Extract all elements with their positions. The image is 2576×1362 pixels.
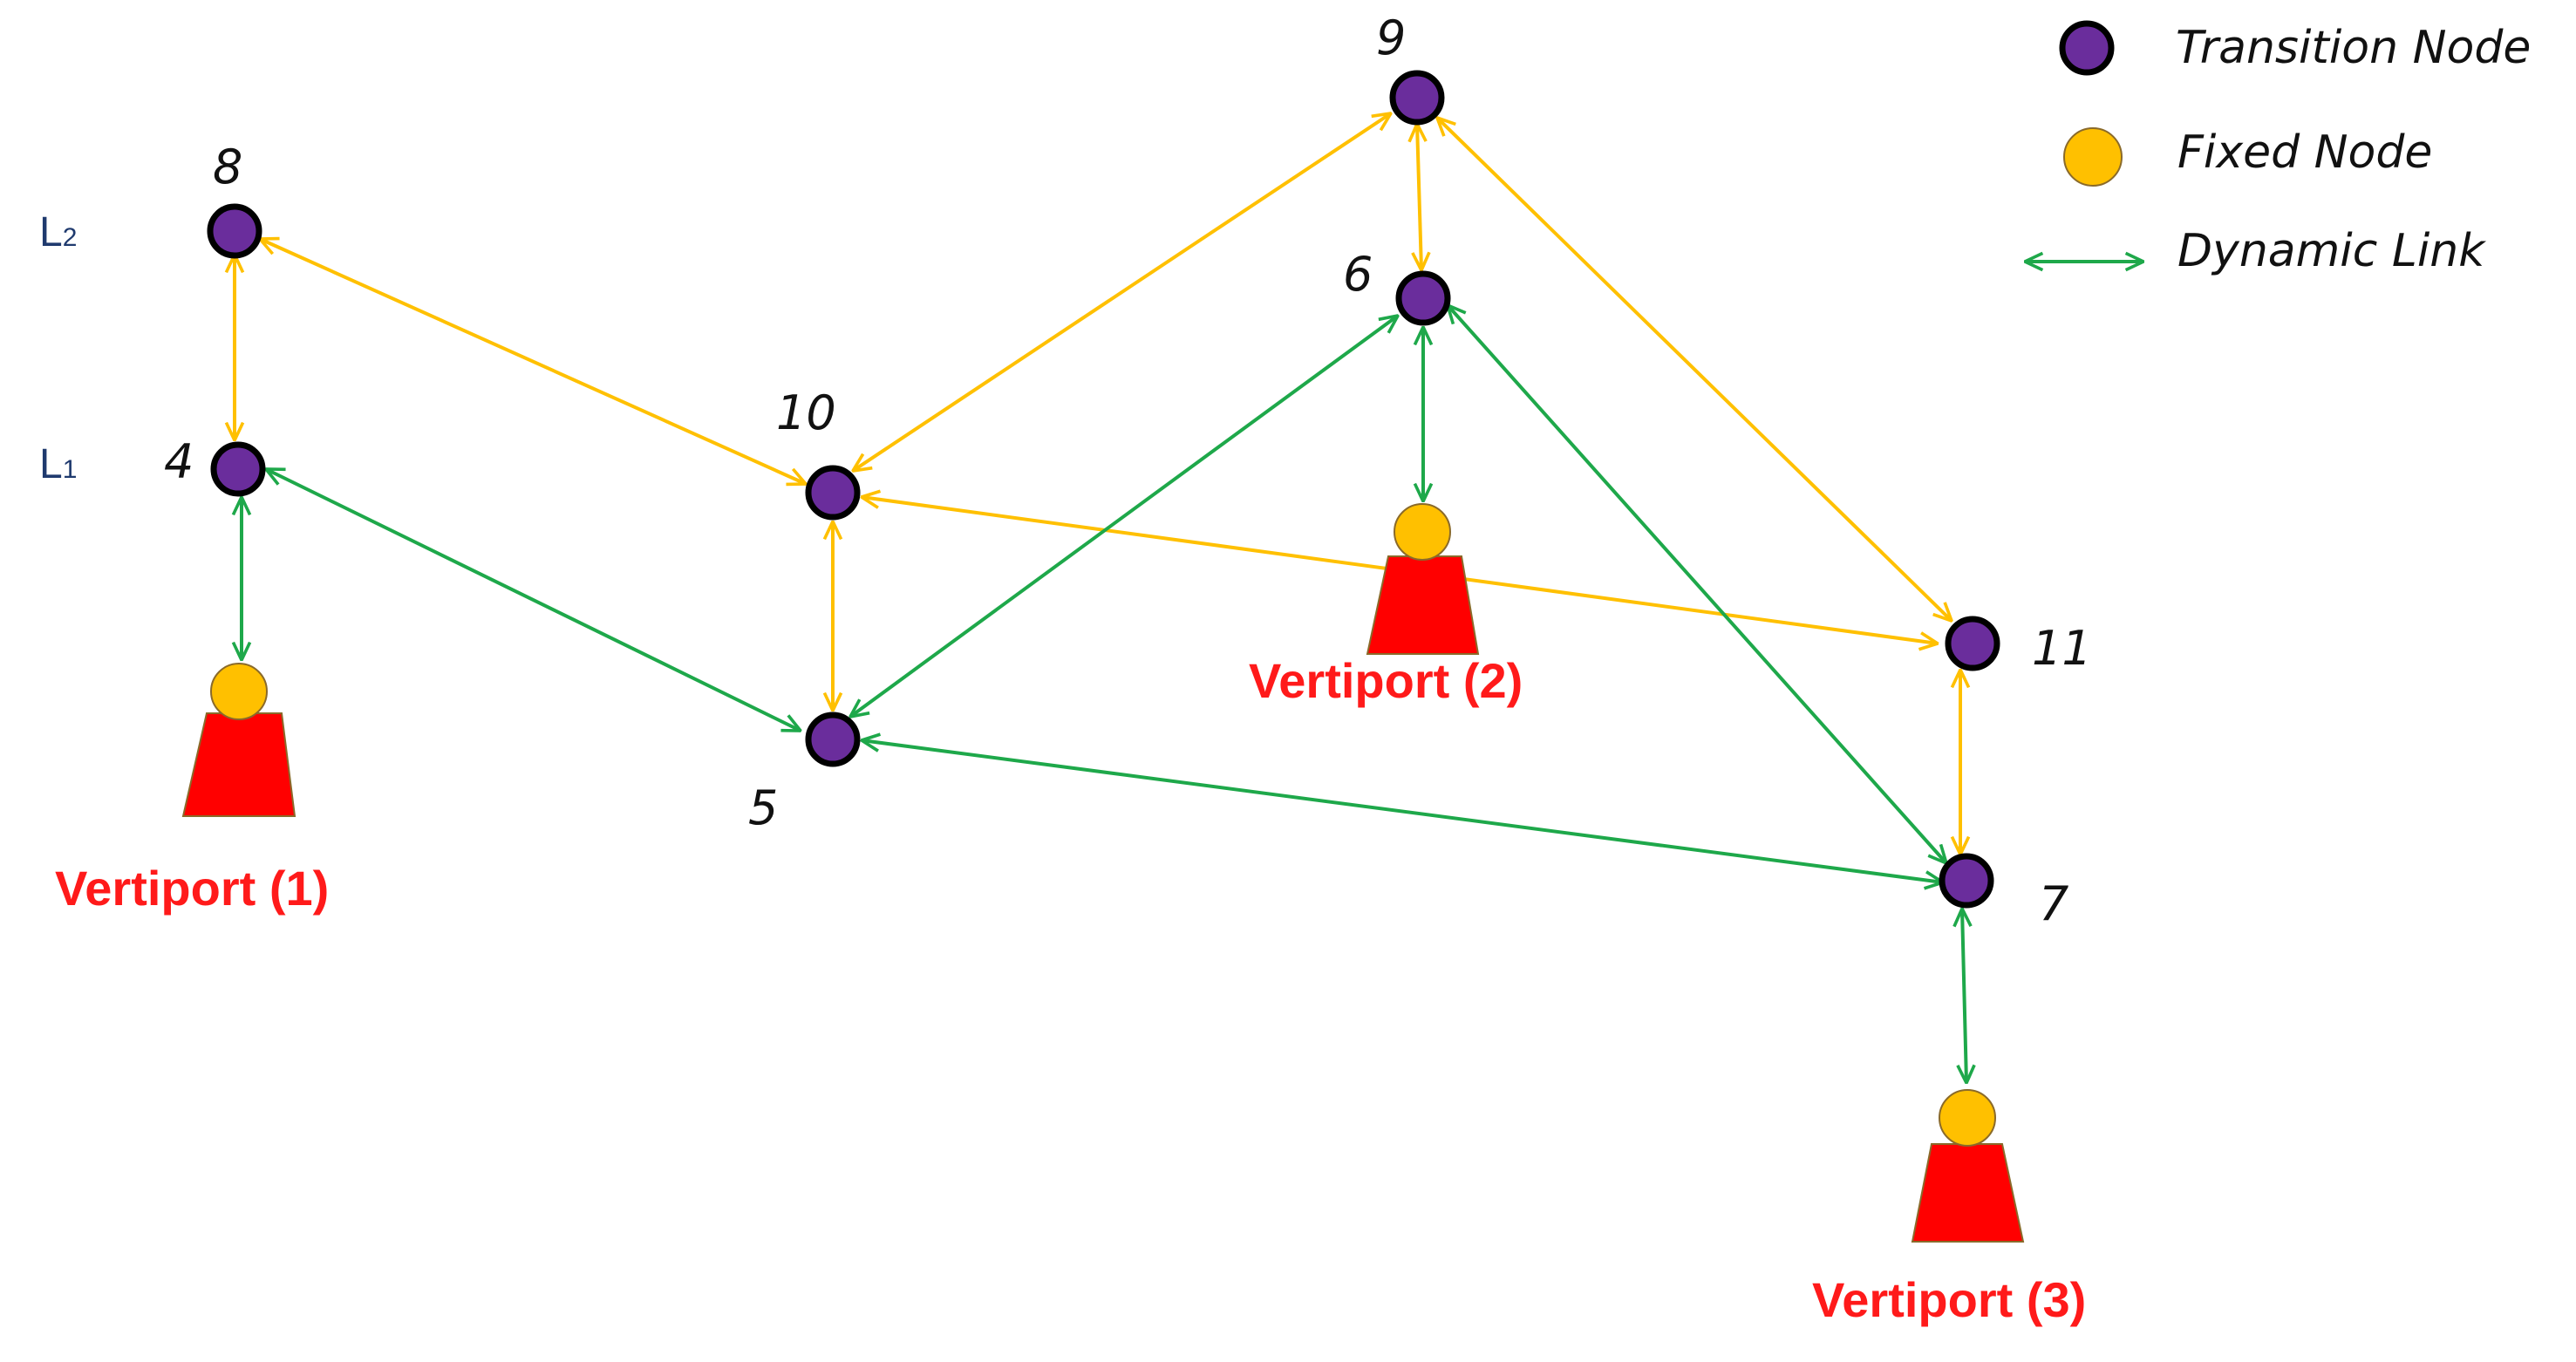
link-9-6 [1417,124,1421,270]
level-l1-main: L [39,441,63,487]
vertiport-1-pad [181,712,296,817]
vertiport-1 [181,663,296,817]
legend-fixed-node-label: Fixed Node [2177,126,2432,179]
link-10-9 [853,113,1391,471]
node-label-7: 7 [2039,876,2068,931]
level-l2-sub: 2 [63,223,78,252]
legend-transition-node-icon [2059,20,2115,76]
link-8-10 [260,239,806,484]
level-l1-sub: 1 [63,455,78,484]
node-label-5: 5 [748,780,778,835]
transition-node-10 [805,465,861,521]
link-7-vertiport3 [1962,909,1966,1083]
node-label-10: 10 [776,385,836,440]
transition-node-4 [210,441,266,497]
link-5-7 [862,740,1943,882]
level-l2-main: L [39,209,63,255]
vertiport-1-label: Vertiport (1) [55,861,329,916]
transition-node-6 [1395,270,1451,326]
node-label-8: 8 [213,140,242,194]
node-label-9: 9 [1376,10,1406,65]
legend: Transition Node Fixed Node Dynamic Link [2025,20,2531,277]
vertiport-1-fixed-node [210,663,268,720]
vertiport-3-pad [1911,1143,2025,1243]
legend-fixed-node-icon [2063,127,2123,187]
vertiport-2-fixed-node [1394,503,1451,561]
vertiport-3-label: Vertiport (3) [1812,1272,2086,1327]
level-label-l1: L1 [39,441,77,487]
link-4-5 [266,469,801,731]
link-5-6 [850,316,1398,717]
transition-node-8 [207,203,262,259]
legend-dynamic-link-label: Dynamic Link [2177,225,2486,277]
vertiport-3-fixed-node [1939,1089,1996,1147]
link-6-7 [1448,305,1946,863]
legend-transition-node-label: Transition Node [2176,22,2531,74]
transition-node-5 [805,712,861,767]
node-label-4: 4 [164,434,194,489]
transition-node-7 [1939,853,1994,909]
vertiport-2-label: Vertiport (2) [1249,653,1523,708]
link-9-11 [1437,118,1952,621]
vertiport-2 [1366,503,1480,655]
vertiport-2-pad [1366,555,1480,655]
vertiport-3 [1911,1089,2025,1243]
node-label-6: 6 [1343,247,1373,302]
transition-node-9 [1389,70,1445,126]
level-label-l2: L2 [39,209,77,255]
transition-node-11 [1945,616,2000,671]
node-label-11: 11 [2032,621,2092,676]
